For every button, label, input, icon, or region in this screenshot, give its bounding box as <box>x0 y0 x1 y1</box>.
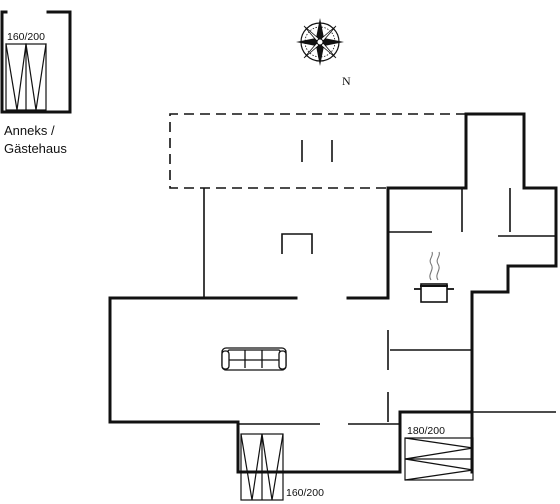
interior-walls <box>203 188 556 425</box>
annex-building <box>0 10 72 114</box>
bottom-double-bed-label: 160/200 <box>286 487 324 499</box>
compass-north-label: N <box>342 74 351 88</box>
outer-walls <box>108 112 558 474</box>
cooking-pot-icon <box>414 251 454 303</box>
bottom-right-bed <box>404 437 474 481</box>
annex-bed-label: 160/200 <box>7 31 45 43</box>
bottom-right-bed-label: 180/200 <box>407 425 445 437</box>
fireplace-icon <box>281 233 313 254</box>
sofa-icon <box>221 347 287 371</box>
terrace-outline <box>169 113 466 189</box>
annex-bed <box>5 43 47 111</box>
annex-caption-line1: Anneks / <box>4 123 55 138</box>
bottom-double-bed <box>240 433 284 501</box>
annex-caption-line2: Gästehaus <box>4 141 67 156</box>
terrace-door-marks <box>301 140 333 162</box>
compass-rose-icon <box>296 18 344 66</box>
